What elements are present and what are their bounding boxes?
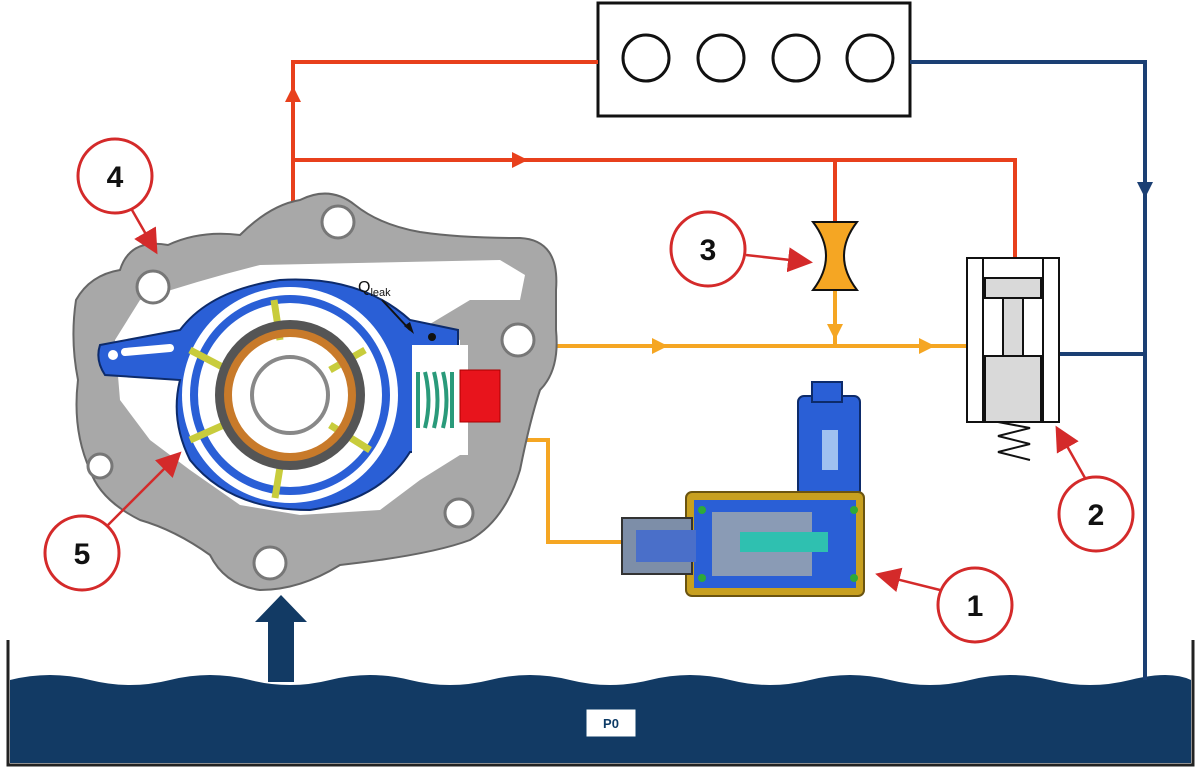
cylinder-1 — [621, 33, 671, 83]
control-arrow-down — [827, 324, 843, 340]
callout-3: 3 — [669, 210, 813, 288]
svg-text:3: 3 — [700, 234, 717, 267]
tank-label: P0 — [603, 716, 619, 731]
callout-4: 4 — [76, 137, 158, 255]
oil-pump — [72, 192, 558, 592]
svg-text:2: 2 — [1088, 499, 1105, 532]
engine-block — [596, 1, 912, 118]
svg-text:Qleak: Qleak — [358, 279, 391, 299]
cylinder-3 — [771, 33, 821, 83]
callout-1: 1 — [875, 566, 1014, 644]
valve-piston-bottom — [984, 355, 1042, 423]
suction-arrow — [255, 595, 307, 682]
tank-label-box — [585, 708, 637, 738]
control-arrow-1 — [652, 338, 668, 354]
high-pressure-arrow-right — [512, 152, 528, 168]
high-pressure-arrow-up — [285, 86, 301, 102]
svg-text:1: 1 — [967, 590, 984, 623]
solenoid-valve — [621, 381, 865, 597]
cylinder-2 — [696, 33, 746, 83]
control-arrow-2 — [919, 338, 935, 354]
high-pressure-line — [291, 60, 1017, 275]
cylinder-4 — [845, 33, 895, 83]
callout-2: 2 — [1055, 425, 1135, 553]
valve-stem — [1002, 297, 1024, 357]
valve-piston-top — [984, 277, 1042, 299]
return-flow-arrow — [1137, 182, 1153, 198]
valve-spring — [997, 421, 1031, 461]
pump-rotor — [250, 355, 330, 435]
leak-label: Qleak — [358, 279, 414, 334]
return-line — [910, 60, 1147, 680]
orifice — [810, 221, 860, 291]
pump-rotor-ring — [224, 329, 356, 461]
chamber-spring — [416, 371, 454, 429]
svg-text:5: 5 — [74, 538, 91, 571]
control-piston — [459, 369, 501, 423]
oil-tank: P0 — [6, 640, 1195, 767]
callout-5: 5 — [43, 451, 182, 592]
svg-text:4: 4 — [107, 161, 124, 194]
pressure-control-valve — [966, 257, 1060, 461]
